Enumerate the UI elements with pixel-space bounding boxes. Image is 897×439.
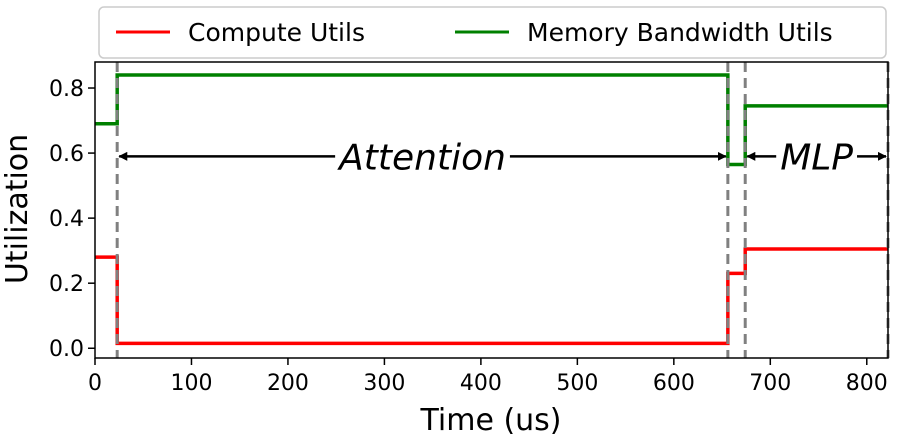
x-tick-label: 200 (267, 371, 309, 396)
legend-label-memory-bandwidth: Memory Bandwidth Utils (527, 18, 833, 47)
y-tick-label: 0.6 (49, 142, 84, 167)
x-tick-label: 500 (556, 371, 598, 396)
annotation-label-attention: Attention (337, 137, 506, 178)
x-tick-label: 0 (88, 371, 102, 396)
y-axis-label: Utilization (0, 134, 35, 284)
annotation-label-mlp: MLP (780, 137, 853, 178)
x-tick-label: 300 (363, 371, 405, 396)
x-axis-label: Time (us) (419, 403, 561, 438)
x-tick-label: 800 (846, 371, 888, 396)
legend: Compute Utils Memory Bandwidth Utils (98, 6, 887, 59)
annotations: Attention MLP (118, 137, 887, 178)
x-tick-label: 600 (653, 371, 695, 396)
y-tick-label: 0.4 (49, 207, 84, 232)
x-tick-label: 100 (170, 371, 212, 396)
plot-area (95, 73, 888, 346)
y-tick-label: 0.8 (49, 77, 84, 102)
series-line-compute (95, 247, 888, 346)
axes-frame (94, 61, 889, 359)
x-tick-label: 400 (460, 371, 502, 396)
y-tick-label: 0.2 (49, 272, 84, 297)
y-tick-label: 0.0 (49, 337, 84, 362)
x-tick-label: 700 (749, 371, 791, 396)
legend-label-compute: Compute Utils (188, 18, 365, 47)
axes: 0 100 200 300 400 500 600 700 800 0.0 0.2 0.4 0.6 0.8 (49, 61, 889, 396)
